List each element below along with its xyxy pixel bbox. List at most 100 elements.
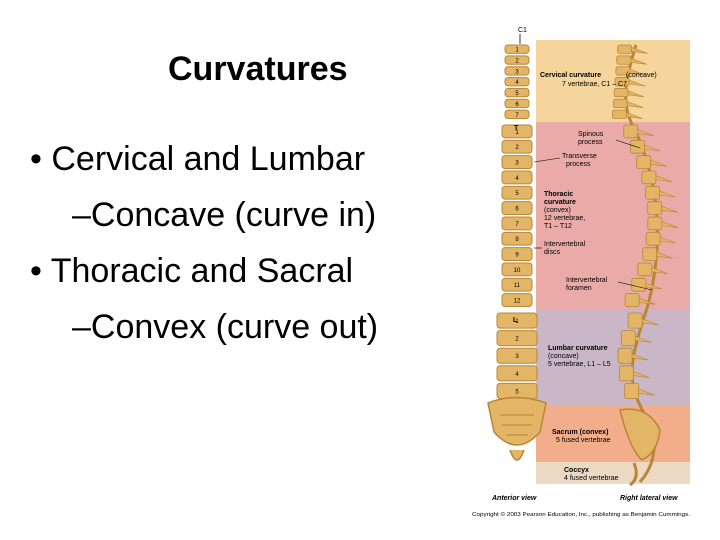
thoracic-vertebra-anterior xyxy=(501,139,533,154)
lumbar-spinous-process xyxy=(631,353,649,361)
copyright-text: Copyright © 2003 Pearson Education, Inc.… xyxy=(472,511,690,518)
thoracic-spinous-process xyxy=(637,129,654,136)
disc-label-1: Intervertebral xyxy=(544,241,586,248)
cervical-spinous-process xyxy=(627,90,645,98)
disc-label-2: discs xyxy=(544,249,560,256)
thoracic-title: Thoracic xyxy=(544,191,573,198)
cervical-vertebra-number: 2 xyxy=(515,58,519,64)
sub-bullet-concave: –Concave (curve in) xyxy=(72,196,377,234)
cervical-vertebra-anterior xyxy=(504,87,530,98)
thoracic-vertebra-number: 6 xyxy=(515,207,519,213)
thoracic-vertebra-number: 5 xyxy=(515,191,519,197)
anterior-view-label: Anterior view xyxy=(491,495,537,502)
lumbar-spinous-process xyxy=(633,371,650,378)
coccyx-band xyxy=(536,462,690,484)
thoracic-vertebra-number: 12 xyxy=(514,299,521,305)
cervical-vertebra-anterior xyxy=(504,109,530,120)
lumbar-vertebra-lateral xyxy=(618,365,634,382)
thoracic-vertebra-anterior xyxy=(501,201,533,216)
cervical-count: 7 vertebrae, C1 – C7 xyxy=(562,81,627,88)
coccyx-title: Coccyx xyxy=(564,467,589,474)
spinous-label-2: process xyxy=(578,139,603,146)
lumbar-vertebra-anterior xyxy=(496,312,538,329)
lateral-column xyxy=(612,44,678,399)
cervical-vertebra-lateral xyxy=(616,55,632,65)
thoracic-range: T1 – T12 xyxy=(544,223,572,230)
cervical-vertebra-number: 7 xyxy=(515,113,519,119)
cervical-vertebra-lateral xyxy=(613,88,629,98)
thoracic-vertebra-number: 4 xyxy=(515,176,519,182)
thoracic-vertebra-lateral xyxy=(647,216,663,231)
cervical-vertebra-number: 5 xyxy=(515,91,519,97)
cervical-spinous-process xyxy=(628,79,646,87)
lumbar-vertebra-number: 2 xyxy=(515,337,519,343)
thoracic-spinous-process xyxy=(661,221,678,228)
c1-label: C1 xyxy=(518,27,527,34)
sacrum-band xyxy=(536,406,690,462)
lumbar-spinous-process xyxy=(635,335,652,343)
cervical-concave: (concave) xyxy=(626,72,657,79)
coccyx-lateral xyxy=(629,462,638,487)
thoracic-vertebra-lateral xyxy=(647,201,663,215)
lumbar-vertebra-anterior xyxy=(496,330,538,347)
thoracic-curvature: curvature xyxy=(544,199,576,206)
cervical-vertebra-number: 1 xyxy=(515,48,519,54)
cervical-band xyxy=(536,40,690,122)
lumbar-vertebra-lateral xyxy=(620,330,636,347)
coccyx-anterior xyxy=(509,449,525,461)
cervical-spinous-process xyxy=(629,68,647,76)
cervical-vertebra-anterior xyxy=(504,98,530,109)
thoracic-vertebra-lateral xyxy=(637,262,653,277)
cervical-spinous-process xyxy=(631,46,648,54)
thoracic-vertebra-anterior xyxy=(501,216,533,231)
lumbar-letter: L xyxy=(513,317,518,324)
thoracic-vertebra-lateral xyxy=(623,124,639,139)
thoracic-vertebra-number: 1 xyxy=(515,130,519,136)
thoracic-vertebra-anterior xyxy=(501,185,533,200)
cervical-title: Cervical curvature xyxy=(540,72,601,79)
bullet-cervical-lumbar: • Cervical and Lumbar xyxy=(30,140,366,178)
thoracic-spinous-process xyxy=(638,297,656,305)
thoracic-spinous-process xyxy=(645,282,662,290)
slide-title: Curvatures xyxy=(168,50,348,88)
cervical-vertebra-number: 4 xyxy=(515,80,519,86)
bullet-thoracic-sacral: • Thoracic and Sacral xyxy=(30,252,354,290)
thoracic-vertebra-anterior xyxy=(501,124,533,139)
thoracic-vertebra-number: 10 xyxy=(514,268,521,274)
cervical-spinous-process xyxy=(627,101,644,109)
cervical-vertebra-anterior xyxy=(504,77,530,87)
lumbar-vertebra-lateral xyxy=(617,347,633,364)
spinous-label-1: Spinous xyxy=(578,131,604,138)
thoracic-spinous-process xyxy=(650,159,667,167)
thoracic-vertebra-anterior xyxy=(501,262,533,277)
thoracic-count: 12 vertebrae, xyxy=(544,215,585,222)
thoracic-vertebra-number: 11 xyxy=(514,283,521,289)
sacrum-title: Sacrum (convex) xyxy=(552,429,608,436)
transverse-label-1: Transverse xyxy=(562,153,597,160)
thoracic-vertebra-anterior xyxy=(501,277,533,292)
thoracic-spinous-process xyxy=(659,236,677,244)
thoracic-convex: (convex) xyxy=(544,207,571,214)
sacrum-anterior xyxy=(487,396,547,446)
foramen-label-1: Intervertebral xyxy=(566,277,608,284)
lumbar-vertebra-anterior xyxy=(496,347,538,364)
sacrum-lateral xyxy=(619,408,661,461)
cervical-vertebra-number: 6 xyxy=(515,102,519,108)
anterior-column xyxy=(496,44,538,399)
thoracic-vertebra-lateral xyxy=(642,247,658,261)
coccyx-count: 4 fused vertebrae xyxy=(564,475,619,482)
cervical-vertebra-anterior xyxy=(504,55,530,65)
thoracic-vertebra-lateral xyxy=(631,277,647,292)
thoracic-spinous-process xyxy=(659,190,676,198)
thoracic-vertebra-number: 9 xyxy=(515,253,519,259)
cervical-vertebra-lateral xyxy=(612,98,628,109)
thoracic-letter: T xyxy=(514,125,519,132)
lumbar-band xyxy=(536,310,690,406)
transverse-label-2: process xyxy=(566,161,591,168)
lumbar-spinous-process xyxy=(638,388,655,396)
lumbar-vertebra-number: 3 xyxy=(515,354,519,360)
thoracic-vertebra-anterior xyxy=(501,170,533,185)
lumbar-concave: (concave) xyxy=(548,353,579,360)
foramen-label-2: foramen xyxy=(566,285,592,292)
